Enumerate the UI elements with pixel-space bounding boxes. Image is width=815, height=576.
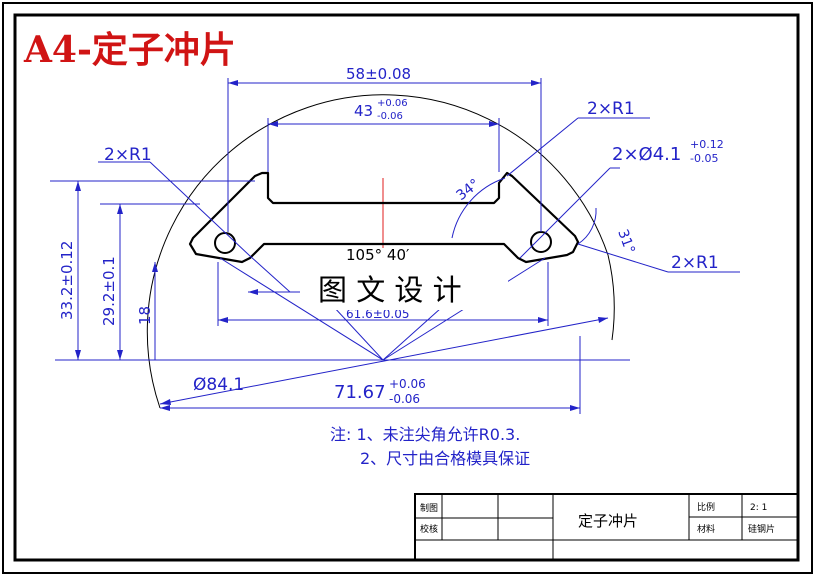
hole-tol-lower: -0.05 <box>690 152 718 165</box>
scale-value: 2: 1 <box>750 503 767 513</box>
title-block <box>414 493 799 561</box>
checked-label: 校核 <box>420 523 438 535</box>
dim-43-upper: +0.06 <box>377 98 408 109</box>
right-hole <box>530 231 552 253</box>
outer-arc <box>146 94 609 409</box>
watermark-bg <box>308 268 508 310</box>
hole-tol-upper: +0.12 <box>690 138 724 151</box>
drawn-label: 制图 <box>420 502 438 514</box>
material-value: 硅钢片 <box>748 523 775 535</box>
note-line-2: 2、尺寸由合格模具保证 <box>360 449 530 468</box>
hole-diameter-label: 2×Ø4.1 <box>612 144 681 165</box>
dim-43: 43 <box>354 102 373 120</box>
material-label: 材料 <box>697 523 715 535</box>
angle-34: 34° <box>453 176 482 204</box>
height-18: 18 <box>136 306 154 325</box>
width-71: 71.67 <box>334 382 386 403</box>
dim-43-lower: -0.06 <box>377 111 403 122</box>
radius-label-top-right: 2×R1 <box>587 99 635 119</box>
outer-arc-end <box>607 254 615 341</box>
note-line-1: 注: 1、未注尖角允许R0.3. <box>330 425 520 444</box>
inner-border <box>13 13 800 562</box>
angle-105: 105° 40′ <box>346 246 410 264</box>
radius-label-right: 2×R1 <box>671 253 719 273</box>
width-71-lower: -0.06 <box>389 392 420 406</box>
scale-label: 比例 <box>697 501 715 513</box>
radius-label-left: 2×R1 <box>104 145 152 165</box>
stator-lamination-outline <box>188 171 580 264</box>
drawing-title: A4-定子冲片 <box>23 29 236 71</box>
dimension-lines <box>50 78 740 414</box>
angle-31: 31° <box>614 227 638 256</box>
part-name: 定子冲片 <box>578 512 638 530</box>
height-29: 29.2±0.1 <box>100 256 118 326</box>
dim-61-partial: 61.6±0.05 <box>346 307 410 321</box>
arrowheads <box>75 80 608 411</box>
diameter-84: Ø84.1 <box>193 375 244 395</box>
left-hole <box>214 232 236 254</box>
dim-58: 58±0.08 <box>346 65 411 83</box>
width-71-upper: +0.06 <box>389 377 426 391</box>
height-33: 33.2±0.12 <box>58 241 76 320</box>
watermark-text: 图 文 设 计 <box>318 273 462 307</box>
